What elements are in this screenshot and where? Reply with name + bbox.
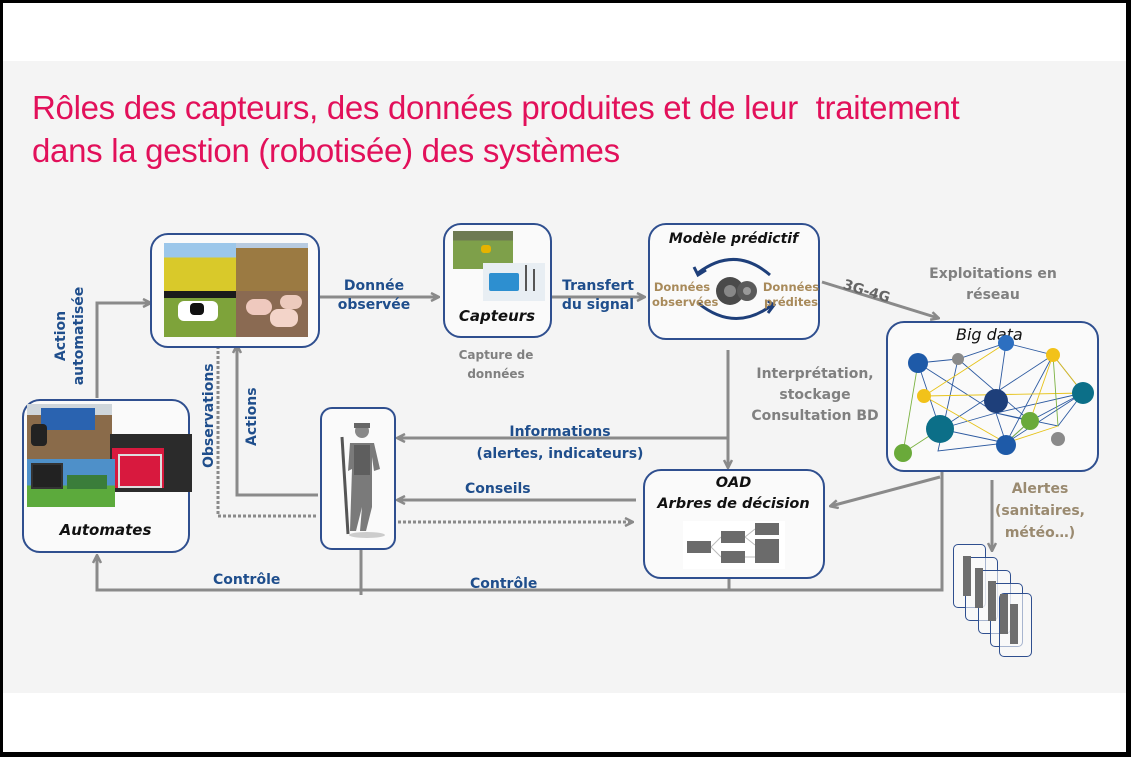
label-line: stockage bbox=[779, 387, 851, 403]
slide-title: Rôles des capteurs, des données produite… bbox=[32, 86, 960, 172]
seeder-machine-image bbox=[27, 404, 112, 459]
modele-right-text: Données prédites bbox=[762, 280, 820, 310]
bigdata-box: Big data bbox=[886, 321, 1099, 472]
edge-label-controle-right: Contrôle bbox=[470, 576, 538, 592]
title-line-1: Rôles des capteurs, des données produite… bbox=[32, 89, 960, 126]
modele-predictif-label: Modèle prédictif bbox=[668, 231, 799, 247]
edge-label-alertes: Alertes (sanitaires, météo…) bbox=[995, 478, 1085, 544]
label-line: automatisée bbox=[71, 286, 87, 386]
label-line: Consultation BD bbox=[751, 408, 879, 424]
modele-left-text: Données observées bbox=[652, 280, 719, 310]
arrow-actions bbox=[237, 346, 318, 497]
label-line: Arbres de décision bbox=[657, 496, 810, 512]
arrow-bigdata-to-oad bbox=[831, 475, 941, 506]
label-line: OAD bbox=[715, 475, 752, 491]
arrow-observations bbox=[216, 346, 318, 518]
edge-label-conseils: Conseils bbox=[465, 481, 531, 497]
label-line: Donnée bbox=[343, 278, 405, 294]
text-line: Données bbox=[653, 280, 711, 294]
capteurs-label: Capteurs bbox=[458, 307, 536, 325]
modele-predictif-box: Modèle prédictif Données observées Donné… bbox=[648, 223, 820, 340]
spreader-tablet-image bbox=[27, 459, 115, 507]
drone-field-image bbox=[453, 231, 513, 269]
automates-box: Automates bbox=[22, 399, 192, 553]
label-line: observée bbox=[337, 297, 411, 313]
label-line: Transfert bbox=[562, 278, 634, 294]
text-line: observées bbox=[652, 295, 719, 309]
label-line: Alertes bbox=[1011, 481, 1069, 497]
decision-tree-icon bbox=[683, 521, 785, 569]
edge-label-controle-left: Contrôle bbox=[213, 572, 281, 588]
farmer-box bbox=[320, 407, 396, 550]
automates-label: Automates bbox=[59, 521, 152, 539]
edge-label-donnee-observee: Donnée observée bbox=[334, 277, 414, 315]
label-line: (alertes, indicateurs) bbox=[476, 446, 644, 462]
label-line: (sanitaires, bbox=[995, 503, 1085, 519]
cycle-arrows-icon bbox=[692, 258, 777, 320]
edge-label-action-automatisee: Action automatisée bbox=[52, 286, 88, 386]
capteurs-box: Capteurs bbox=[443, 223, 552, 338]
label-line: Interprétation, bbox=[756, 366, 874, 382]
caption-line: Exploitations en bbox=[929, 266, 1057, 282]
edge-label-informations: Informations (alertes, indicateurs) bbox=[470, 421, 650, 465]
capteurs-caption: Capture de données bbox=[446, 346, 546, 384]
bigdata-caption: Exploitations en réseau bbox=[925, 264, 1061, 306]
arrow-action-automatisee bbox=[95, 303, 150, 398]
arrow-modele-to-bigdata bbox=[821, 280, 938, 318]
label-line: Action bbox=[53, 310, 69, 362]
cow-image bbox=[164, 291, 236, 337]
label-line: du signal bbox=[561, 297, 635, 313]
farmer-icon bbox=[340, 423, 385, 538]
arrow-controle bbox=[97, 470, 944, 592]
edge-label-observations: Observations bbox=[201, 363, 217, 468]
edge-label-transfert: Transfert du signal bbox=[557, 277, 639, 315]
field-box bbox=[150, 233, 320, 348]
label-line: météo…) bbox=[1004, 525, 1076, 541]
pigs-image bbox=[236, 291, 308, 337]
oad-box: OAD Arbres de décision bbox=[643, 469, 825, 579]
network-graph-icon bbox=[894, 335, 1094, 462]
caption-line: données bbox=[467, 367, 525, 381]
caption-line: réseau bbox=[966, 287, 1020, 303]
edge-label-interpretation: Interprétation, stockage Consultation BD bbox=[748, 364, 882, 427]
oad-label: OAD Arbres de décision bbox=[645, 473, 822, 515]
title-line-2: dans la gestion (robotisée) des systèmes bbox=[32, 132, 620, 169]
label-line: Informations bbox=[509, 424, 611, 440]
farmers-icon bbox=[963, 556, 1018, 644]
caption-line: Capture de bbox=[458, 348, 534, 362]
node bbox=[908, 353, 928, 373]
sensor-device-image bbox=[483, 263, 545, 301]
edge-label-actions: Actions bbox=[244, 387, 260, 446]
text-line: Données bbox=[762, 280, 820, 294]
colza-field-image bbox=[164, 243, 236, 291]
farmers-network-stack bbox=[953, 544, 1043, 659]
text-line: prédites bbox=[763, 295, 819, 309]
wheat-field-image bbox=[236, 243, 308, 291]
milking-robot-image bbox=[110, 434, 192, 492]
